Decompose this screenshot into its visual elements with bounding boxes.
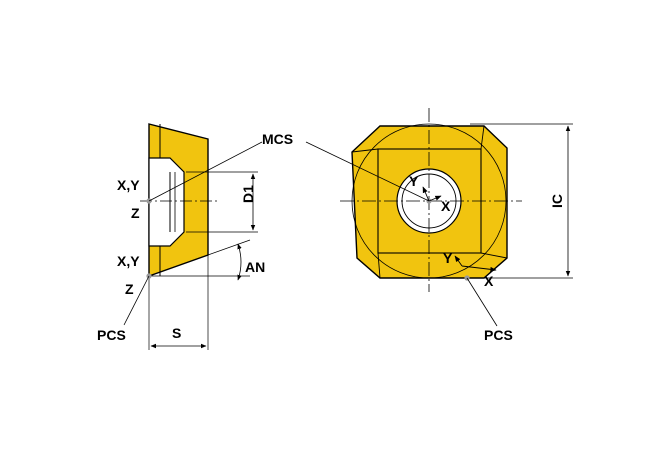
x-corner-label: X [484, 273, 494, 289]
y-corner-label: Y [443, 250, 453, 266]
d1-label: D1 [240, 185, 256, 203]
an-label: AN [245, 259, 265, 275]
pcs-left-label: PCS [97, 327, 126, 343]
ic-label: IC [549, 194, 565, 208]
z-upper-label: Z [131, 205, 140, 221]
side-view [123, 123, 258, 350]
xy-lower-label: X,Y [117, 253, 140, 269]
mcs-leader-side [148, 141, 263, 202]
y-center-label: Y [409, 173, 419, 189]
an-angle-arc [237, 243, 242, 281]
pcs-right-label: PCS [484, 327, 513, 343]
z-lower-label: Z [125, 281, 134, 297]
s-label: S [172, 325, 181, 341]
x-center-label: X [441, 198, 451, 214]
xy-upper-label: X,Y [117, 177, 140, 193]
top-view [340, 108, 573, 327]
mcs-leader-top [305, 141, 430, 202]
side-view-bore [148, 157, 185, 247]
mcs-label: MCS [262, 131, 293, 147]
